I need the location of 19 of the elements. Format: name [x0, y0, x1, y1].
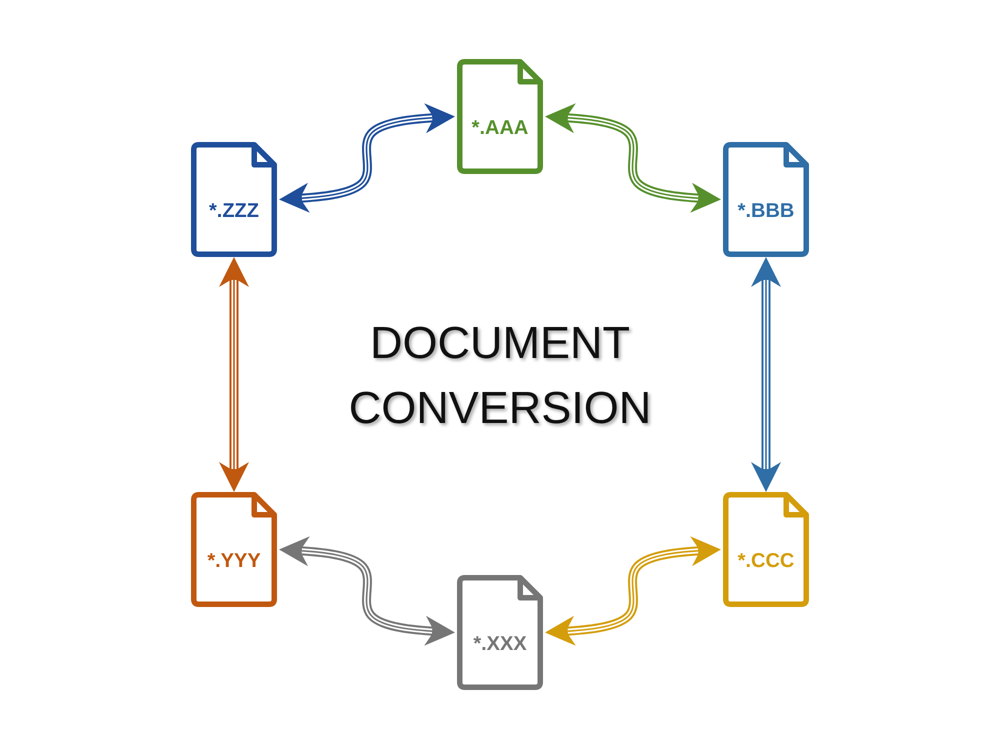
- double-headed-arrow: [751, 256, 781, 492]
- file-extension: *.AAA: [472, 116, 528, 140]
- file-extension: *.ZZZ: [209, 198, 259, 222]
- document-shape: [723, 142, 809, 257]
- document-shape: [191, 142, 277, 257]
- document-shape: [191, 492, 277, 607]
- file-extension: *.CCC: [738, 548, 794, 572]
- double-headed-arrow: [279, 103, 455, 213]
- double-headed-arrow: [545, 536, 721, 646]
- double-headed-arrow: [279, 536, 455, 646]
- file-extension: *.BBB: [738, 198, 794, 222]
- document-shape: [723, 492, 809, 607]
- diagram-title: DOCUMENT CONVERSION: [348, 316, 652, 435]
- file-extension: *.YYY: [207, 548, 261, 572]
- document-shape: [457, 575, 543, 690]
- double-headed-arrow: [545, 103, 721, 213]
- document-shape: [457, 59, 543, 174]
- double-headed-arrow: [219, 256, 249, 492]
- file-extension: *.XXX: [473, 632, 527, 656]
